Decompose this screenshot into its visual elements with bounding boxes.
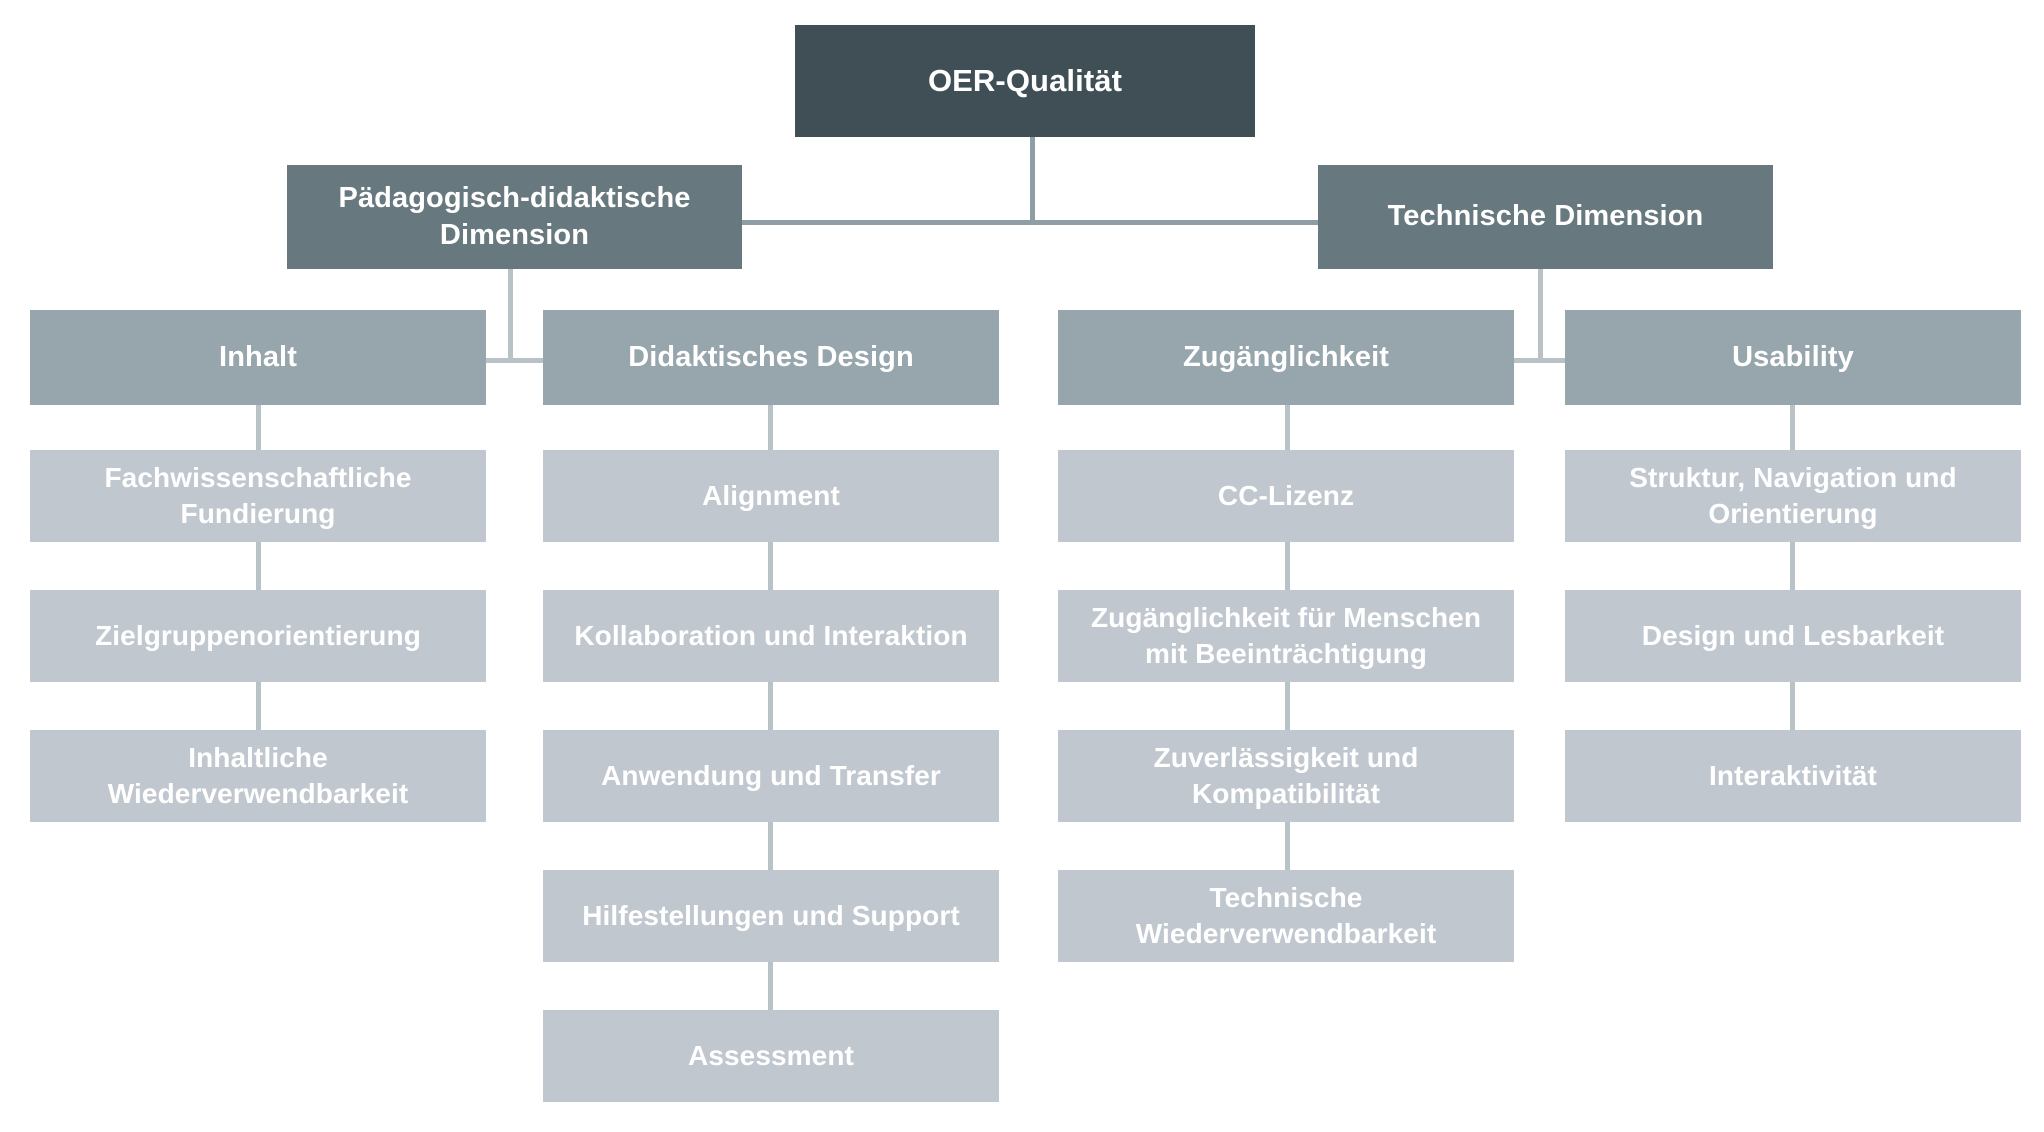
node-category-label: Zugänglichkeit — [1182, 340, 1390, 373]
node-item-label: CC-Lizenz — [1217, 480, 1355, 512]
connector-pedagogical-bridge — [258, 358, 768, 363]
node-item-label: Zielgruppenorientierung — [95, 620, 421, 652]
node-item-interaktivitaet[interactable]: Interaktivität — [1565, 730, 2021, 822]
node-item-label: Zuverlässigkeit und Kompatibilität — [1153, 742, 1419, 809]
connector-pedagogical-stem — [508, 268, 513, 363]
node-category-didaktisches-design[interactable]: Didaktisches Design — [543, 310, 999, 405]
node-item-hilfestellungen-und-support[interactable]: Hilfestellungen und Support — [543, 870, 999, 962]
node-item-fachwissenschaftliche-fundierung[interactable]: Fachwissenschaftliche Fundierung — [30, 450, 486, 542]
node-category-label: Didaktisches Design — [628, 340, 914, 373]
node-dimension-label: Technische Dimension — [1387, 200, 1704, 233]
connector-dimension-bus — [740, 220, 1320, 225]
node-category-inhalt[interactable]: Inhalt — [30, 310, 486, 405]
node-dimension-paedagogisch-didaktisch[interactable]: Pädagogisch-didaktische Dimension — [287, 165, 742, 269]
node-item-label: Alignment — [702, 480, 840, 512]
node-item-technische-wiederverwendbarkeit[interactable]: Technische Wiederverwendbarkeit — [1058, 870, 1514, 962]
connector-root-stem — [1030, 136, 1035, 222]
node-item-label: Technische Wiederverwendbarkeit — [1135, 882, 1437, 949]
node-item-label: Inhaltliche Wiederverwendbarkeit — [107, 742, 409, 809]
node-item-cc-lizenz[interactable]: CC-Lizenz — [1058, 450, 1514, 542]
node-item-alignment[interactable]: Alignment — [543, 450, 999, 542]
node-item-label: Assessment — [688, 1040, 854, 1072]
node-category-label: Usability — [1732, 340, 1854, 373]
node-item-struktur-navigation-und-orientierung[interactable]: Struktur, Navigation und Orientierung — [1565, 450, 2021, 542]
node-item-label: Interaktivität — [1709, 760, 1877, 792]
node-item-anwendung-und-transfer[interactable]: Anwendung und Transfer — [543, 730, 999, 822]
connector-technical-stem — [1538, 268, 1543, 363]
node-item-assessment[interactable]: Assessment — [543, 1010, 999, 1102]
node-root-oer-qualitaet[interactable]: OER-Qualität — [795, 25, 1255, 137]
node-item-label: Kollaboration und Interaktion — [574, 620, 968, 652]
node-dimension-label: Pädagogisch-didaktische Dimension — [338, 181, 691, 251]
node-category-zugaenglichkeit[interactable]: Zugänglichkeit — [1058, 310, 1514, 405]
node-item-label: Anwendung und Transfer — [601, 760, 941, 792]
node-item-kollaboration-und-interaktion[interactable]: Kollaboration und Interaktion — [543, 590, 999, 682]
node-category-label: Inhalt — [219, 340, 297, 373]
node-item-label: Zugänglichkeit für Menschen mit Beeinträ… — [1090, 602, 1482, 669]
node-item-design-und-lesbarkeit[interactable]: Design und Lesbarkeit — [1565, 590, 2021, 682]
node-item-zielgruppenorientierung[interactable]: Zielgruppenorientierung — [30, 590, 486, 682]
node-item-zuverlaessigkeit-und-kompatibilitaet[interactable]: Zuverlässigkeit und Kompatibilität — [1058, 730, 1514, 822]
node-item-zugaenglichkeit-fuer-menschen-mit-beeintraechtigung[interactable]: Zugänglichkeit für Menschen mit Beeinträ… — [1058, 590, 1514, 682]
node-root-label: OER-Qualität — [927, 63, 1123, 99]
connector-technical-bridge — [1288, 358, 1798, 363]
node-item-label: Design und Lesbarkeit — [1641, 620, 1945, 652]
node-item-label: Fachwissenschaftliche Fundierung — [104, 462, 412, 529]
node-item-label: Struktur, Navigation und Orientierung — [1629, 462, 1957, 529]
node-dimension-technisch[interactable]: Technische Dimension — [1318, 165, 1773, 269]
node-item-label: Hilfestellungen und Support — [582, 900, 960, 932]
node-category-usability[interactable]: Usability — [1565, 310, 2021, 405]
node-item-inhaltliche-wiederverwendbarkeit[interactable]: Inhaltliche Wiederverwendbarkeit — [30, 730, 486, 822]
